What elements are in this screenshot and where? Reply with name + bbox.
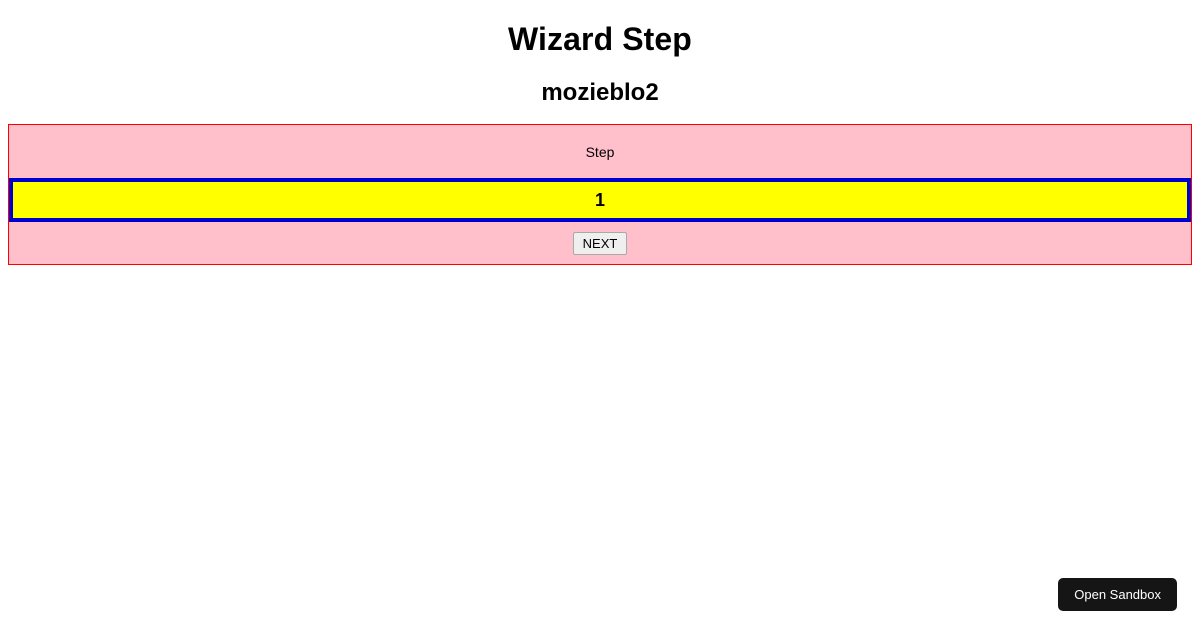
wizard-step-value-box: 1 — [9, 178, 1191, 222]
page-subtitle: mozieblo2 — [541, 79, 659, 106]
wizard-step-value: 1 — [594, 189, 605, 210]
wizard-actions: NEXT — [9, 222, 1191, 264]
next-button[interactable]: NEXT — [572, 231, 628, 255]
wizard-step-label: Step — [585, 143, 615, 160]
open-sandbox-button[interactable]: Open Sandbox — [1058, 578, 1177, 611]
page-title: Wizard Step — [508, 21, 692, 57]
wizard-panel: Step 1 NEXT — [8, 124, 1192, 265]
